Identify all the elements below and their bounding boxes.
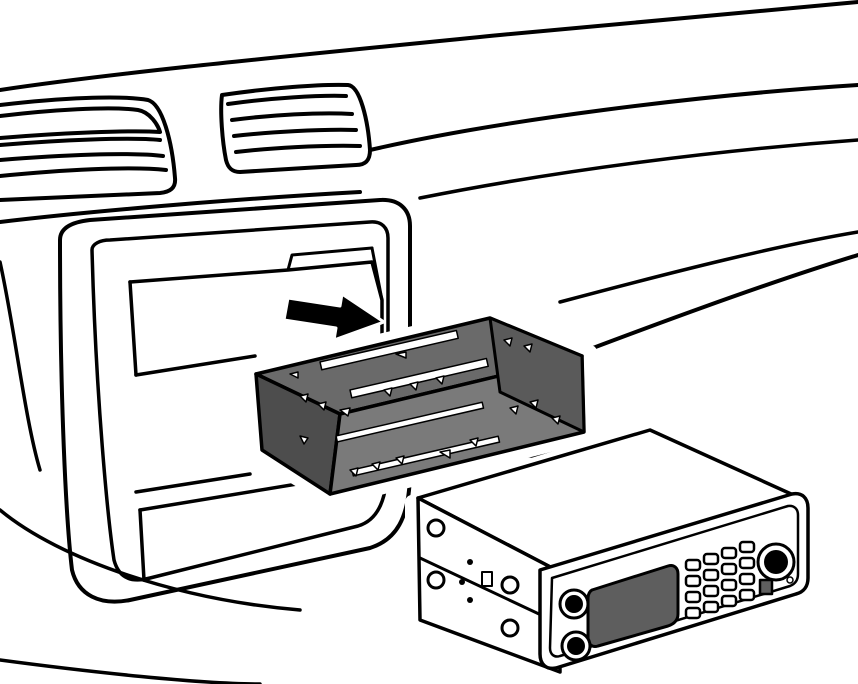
volume-knob: [560, 590, 588, 618]
screw-icon: [502, 577, 518, 593]
screw-icon: [428, 520, 444, 536]
air-vent: [0, 98, 175, 200]
screw-icon: [502, 620, 518, 636]
squelch-knob: [562, 632, 590, 660]
screw-icon: [428, 572, 444, 588]
air-vent: [221, 85, 370, 172]
insert-arrow: [284, 294, 384, 340]
